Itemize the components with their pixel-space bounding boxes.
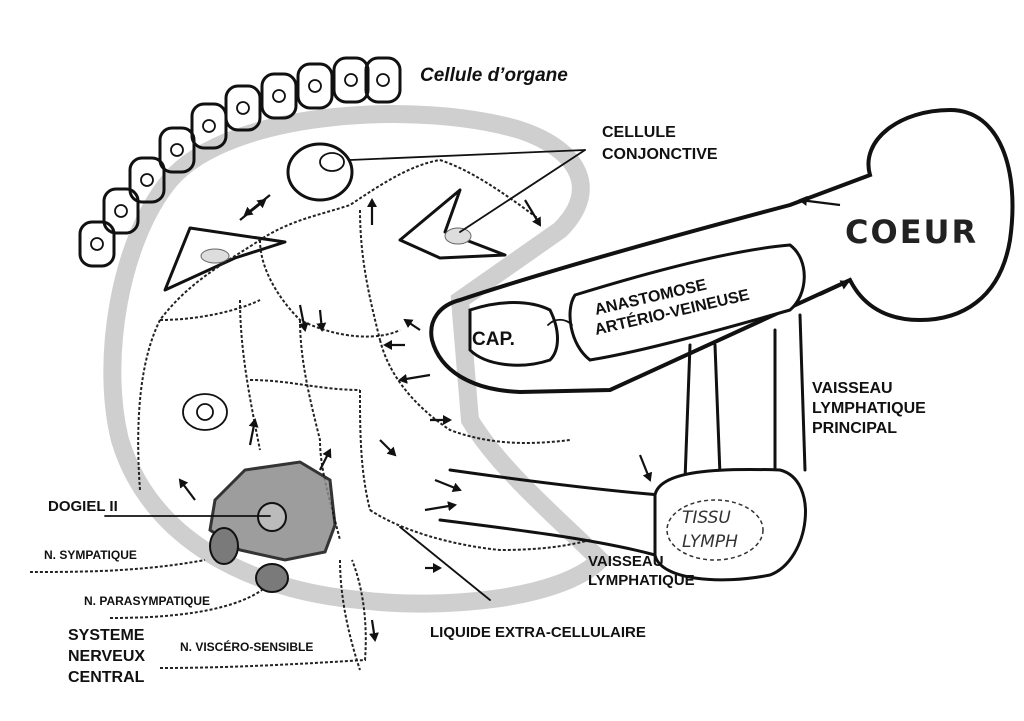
sympathetic-ganglion: [209, 527, 239, 565]
organ-cell: [158, 126, 196, 174]
label-cellule-conjonctive-2: CONJONCTIVE: [602, 146, 718, 163]
organ-cell: [78, 220, 116, 268]
stellate-connective-cell-left: [163, 226, 287, 292]
label-n-viscero: N. VISCÉRO-SENSIBLE: [180, 639, 313, 654]
label-n-parasympathique: N. PARASYMPATIQUE: [84, 594, 210, 608]
organ-cells: [78, 56, 402, 268]
organ-cell: [128, 156, 166, 204]
stellate-connective-cell-right: [398, 188, 507, 260]
anastomosis-loop: [568, 243, 806, 362]
organ-cell: [224, 84, 262, 132]
label-vaisseau-principal-3: PRINCIPAL: [812, 420, 897, 437]
parasympathetic-ganglion: [255, 563, 289, 593]
organ-cell: [332, 56, 370, 104]
label-cellule-organe: Cellule d’organe: [420, 65, 568, 86]
main-lymph-vessel: [683, 313, 807, 482]
flow-arrows: [178, 194, 850, 642]
label-cap: CAP.: [472, 329, 515, 350]
leader-lines: [104, 149, 586, 601]
label-systeme-1: SYSTEME: [68, 627, 145, 644]
organ-cell: [296, 62, 334, 110]
label-n-sympathique: N. SYMPATIQUE: [44, 548, 137, 562]
label-cellule-conjonctive-1: CELLULE: [602, 124, 676, 141]
nerves: [29, 527, 367, 669]
label-tissu-1: TISSU: [682, 508, 731, 528]
label-tissu-2: LYMPH: [682, 532, 738, 552]
connective-cells: [163, 142, 507, 431]
label-vaisseau-principal-1: VAISSEAU: [812, 380, 893, 397]
label-vaisseau-lymph-1: VAISSEAU: [588, 553, 664, 570]
label-systeme-2: NERVEUX: [68, 648, 145, 665]
label-vaisseau-lymph-2: LYMPHATIQUE: [588, 572, 695, 589]
organ-cell: [364, 56, 402, 104]
tissue-envelope: [103, 105, 613, 613]
small-round-cell: [182, 393, 228, 431]
label-liquide: LIQUIDE EXTRA-CELLULAIRE: [430, 624, 646, 641]
organ-cell: [260, 72, 298, 120]
label-coeur: COEUR: [845, 213, 978, 251]
round-connective-cell: [286, 142, 354, 202]
capillary: [468, 301, 559, 367]
lymphoid-tissue: [653, 467, 807, 582]
vascular-system: [429, 107, 1015, 395]
lymphatic-system: [438, 313, 807, 582]
label-systeme-3: CENTRAL: [68, 669, 145, 686]
label-vaisseau-principal-2: LYMPHATIQUE: [812, 400, 926, 417]
vessel-outline: [429, 107, 1015, 395]
label-dogiel: DOGIEL II: [48, 498, 118, 515]
organ-cell: [190, 102, 228, 150]
organ-cell: [102, 187, 140, 235]
